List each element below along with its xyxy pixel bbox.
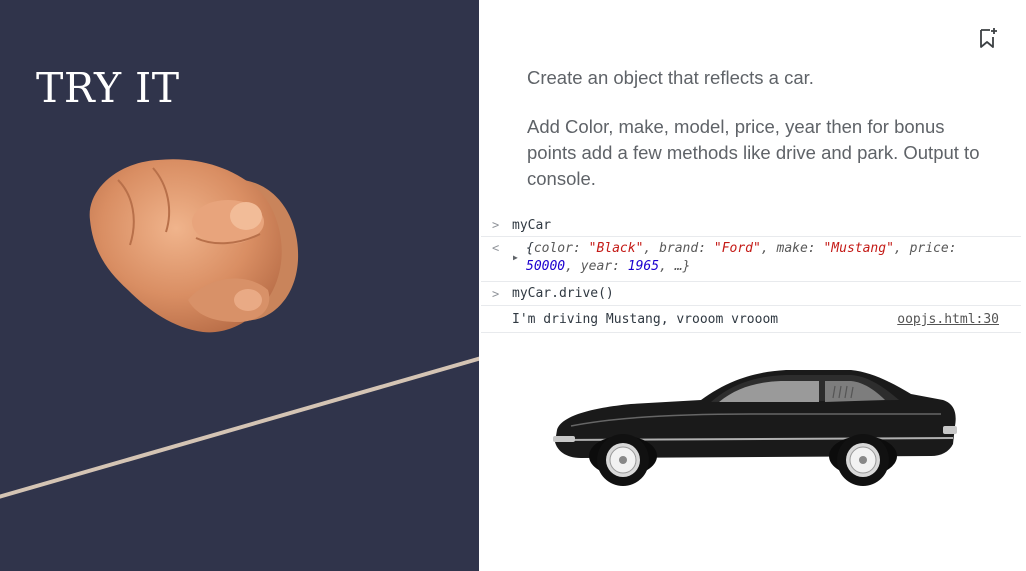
source-link[interactable]: oopjs.html:30	[897, 312, 999, 327]
console-log-text: I'm driving Mustang, vrooom vrooom	[512, 312, 779, 327]
instruction-text: Create an object that reflects a car.	[527, 67, 814, 88]
value-year: 1965	[627, 259, 660, 274]
console-command[interactable]: myCar.drive()	[512, 286, 614, 301]
console-log-row: I'm driving Mustang, vrooom vrooom oopjs…	[481, 306, 1021, 333]
slide-title: TRY IT	[36, 64, 180, 112]
expand-triangle-icon[interactable]: ▶	[513, 253, 518, 262]
console-input-row: > myCar.drive()	[481, 282, 1021, 306]
key-brand: , brand:	[643, 241, 714, 256]
object-preview[interactable]: {color: "Black", brand: "Ford", make: "M…	[512, 240, 1021, 276]
devtools-console: > myCar < ▶ {color: "Black", brand: "For…	[481, 214, 1021, 333]
right-panel: Create an object that reflects a car. Ad…	[479, 0, 1026, 571]
console-result-row: < ▶ {color: "Black", brand: "Ford", make…	[481, 237, 1021, 282]
mustang-car-image	[553, 370, 957, 486]
key-price: , price:	[893, 241, 957, 256]
obj-brace: {	[526, 241, 534, 256]
console-command[interactable]: myCar	[512, 218, 552, 233]
left-panel: TRY IT	[0, 0, 479, 571]
pointing-hand-image	[89, 159, 299, 333]
chevron-right-icon: >	[492, 218, 500, 232]
bookmark-add-icon[interactable]	[977, 26, 999, 50]
chevron-left-icon: <	[492, 241, 500, 255]
key-year: , year:	[565, 259, 628, 274]
value-brand: "Ford"	[713, 241, 761, 256]
task-text: Add Color, make, model, price, year then…	[527, 116, 980, 189]
value-color: "Black"	[588, 241, 644, 256]
diagonal-accent-line	[0, 356, 479, 499]
chevron-right-icon: >	[492, 287, 500, 301]
value-price: 50000	[526, 259, 566, 274]
value-make: "Mustang"	[823, 241, 894, 256]
key-color: color:	[533, 241, 589, 256]
key-make: , make:	[760, 241, 824, 256]
console-input-row: > myCar	[481, 214, 1021, 237]
obj-ellipsis: , …}	[659, 259, 691, 274]
